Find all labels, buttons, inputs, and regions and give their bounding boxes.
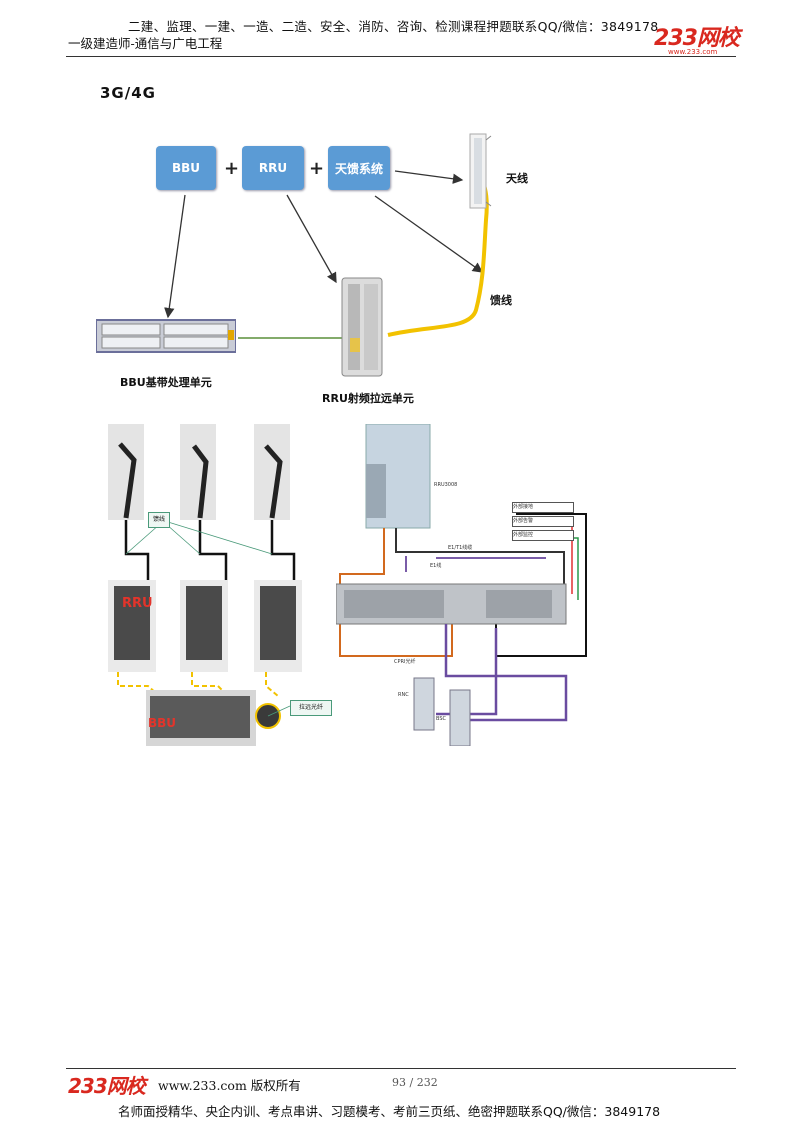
env-box-3: 外部监控: [512, 530, 574, 541]
rru-box: RRU: [242, 146, 304, 190]
bbu-device-image: [95, 318, 237, 354]
bsc-label: BSC: [436, 716, 447, 722]
arrow-bbu: [164, 194, 186, 319]
env-box-1: 外部接地: [512, 502, 574, 513]
antenna-image: [466, 130, 492, 212]
rnc-label: RNC: [398, 692, 409, 698]
bbu-unit-label: BBU基带处理单元: [120, 376, 212, 389]
e1-cable-label: E1/T1线缆: [448, 545, 473, 551]
bbu-rru-diagram: BBU + RRU + 天馈系统 天线 馈线 BBU基带处理单元: [0, 120, 800, 420]
fiber-callout: 拉远光纤: [290, 700, 332, 716]
header-rule: [66, 56, 736, 57]
site-installation-photo: 馈线 RRU BBU 拉远光纤: [108, 424, 332, 746]
env-box-2: 外部告警: [512, 516, 574, 527]
arrow-antenna: [394, 170, 464, 184]
plus-2: +: [309, 158, 325, 179]
section-title: 3G/4G: [100, 84, 156, 102]
header-logo: 233网校 www.233.com: [654, 20, 740, 56]
footer-promo-line: 名师面授精华、央企内训、考点串讲、习题模考、考前三页纸、绝密押题联系QQ/微信：…: [118, 1104, 661, 1119]
page-number: 93 / 232: [392, 1076, 438, 1089]
rru-unit-label: RRU射频拉远单元: [322, 392, 414, 405]
diagram-lines: [164, 170, 489, 339]
header-subject-line: 一级建造师-通信与广电工程: [68, 36, 223, 51]
header-promo-line: 二建、监理、一建、一造、二造、安全、消防、咨询、检测课程押题联系QQ/微信：38…: [128, 19, 659, 34]
feeder-label: 馈线: [490, 294, 512, 307]
rru3008-wiring-diagram: RRU3008 外部接地 外部告警 外部监控 E1/T1线缆 E1线 CPRI光…: [336, 424, 596, 746]
rru3008-model: RRU3008: [434, 482, 458, 488]
arrow-feeder: [374, 195, 484, 273]
feeder-cable: [387, 177, 489, 337]
cpri-label: CPRI光纤: [394, 659, 416, 665]
footer-copyright: www.233.com 版权所有: [158, 1078, 301, 1093]
header-logo-text: 233网校: [654, 26, 740, 51]
feeder-callout: 馈线: [148, 512, 170, 528]
feeder-system-box: 天馈系统: [328, 146, 390, 190]
plus-1: +: [224, 158, 240, 179]
rru-photo-label: RRU: [122, 596, 153, 611]
bbu-box: BBU: [156, 146, 216, 190]
rru-device-image: [338, 276, 386, 380]
arrow-rru: [286, 194, 337, 284]
bbu-photo-label: BBU: [148, 716, 177, 730]
header-logo-url: www.233.com: [668, 48, 718, 56]
footer-logo: 233网校: [68, 1074, 146, 1098]
antenna-label: 天线: [506, 172, 528, 185]
e1-label: E1线: [430, 563, 442, 569]
footer-rule: [66, 1068, 736, 1069]
